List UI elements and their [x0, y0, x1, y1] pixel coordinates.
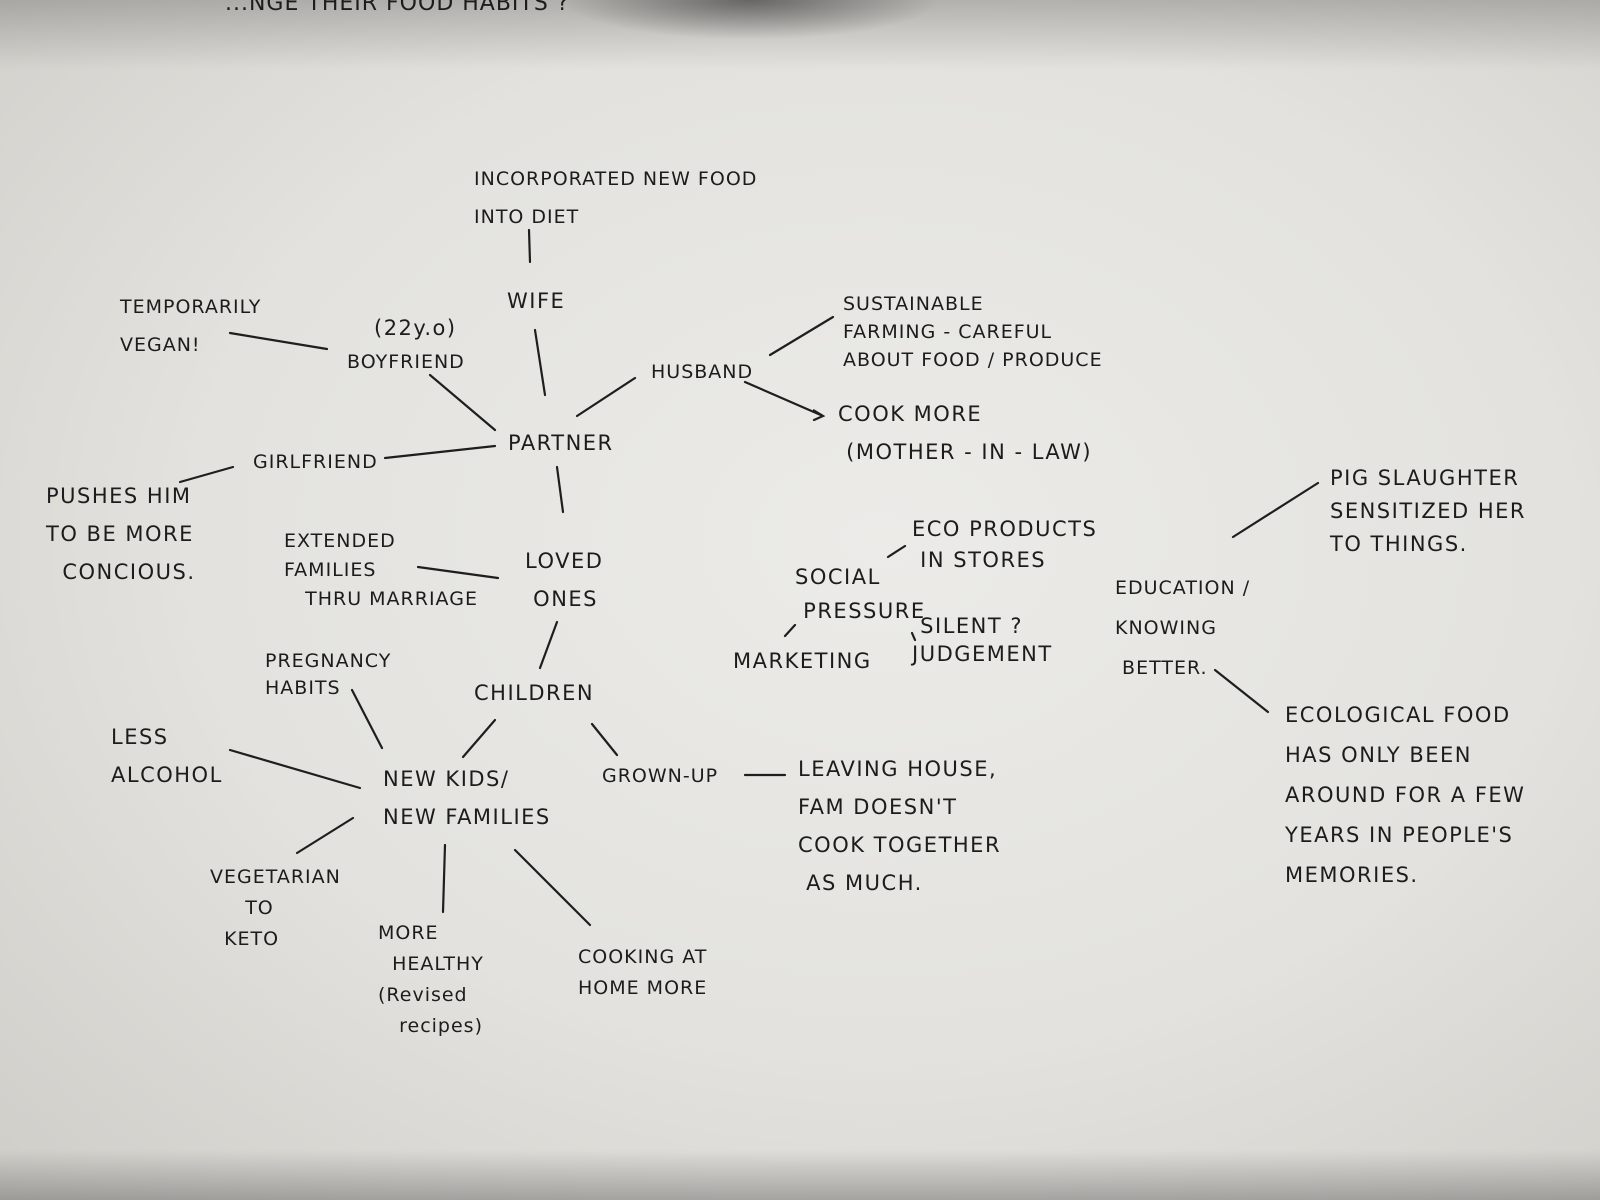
- node-girlfriend: GIRLFRIEND: [253, 451, 378, 473]
- link-partner-lovedones: [555, 465, 565, 514]
- link-social-marketing: [783, 623, 797, 638]
- link-girlfriend-partner: [383, 444, 497, 460]
- note-pregnancy-habits: PREGNANCY HABITS: [265, 650, 392, 699]
- node-husband: HUSBAND: [651, 361, 754, 383]
- note-leaving-house: LEAVING HOUSE, FAM DOESN'T COOK TOGETHER…: [798, 757, 1002, 895]
- link-partner-husband: [575, 376, 637, 418]
- node-boyfriend: BOYFRIEND: [347, 351, 465, 373]
- node-new-kids-families: NEW KIDS/ NEW FAMILIES: [383, 767, 551, 829]
- link-healthy-newkids: [441, 843, 447, 914]
- note-sustainable-farming: SUSTAINABLE FARMING - CAREFUL ABOUT FOOD…: [843, 293, 1103, 371]
- note-eco-products: ECO PRODUCTS IN STORES: [912, 517, 1098, 572]
- link-lovedones-children: [538, 620, 559, 670]
- note-more-healthy: MORE HEALTHY (Revised recipes): [378, 922, 484, 1037]
- note-pushes-him: PUSHES HIM TO BE MORE CONCIOUS.: [46, 484, 196, 584]
- node-loved-ones: LOVED ONES: [525, 549, 604, 611]
- link-education-pig: [1231, 481, 1320, 539]
- link-husband-cookmore: [743, 380, 826, 422]
- link-pregnancy-newkids: [350, 688, 384, 750]
- link-social-silent: [910, 631, 917, 642]
- paper-edge-shadow: [0, 1150, 1600, 1200]
- node-partner: PARTNER: [508, 431, 614, 455]
- link-veg-newkids: [295, 816, 355, 855]
- note-header: ...NGE THEIR FOOD HABITS ?: [225, 0, 570, 16]
- link-temporarily-boyfriend: [228, 331, 329, 351]
- link-wife-partner: [533, 328, 547, 397]
- note-marketing: MARKETING: [733, 649, 872, 673]
- link-cooking-newkids: [513, 848, 592, 927]
- link-pushes-girlfriend: [178, 465, 235, 484]
- link-extended-lovedones: [416, 565, 500, 580]
- note-cook-more: COOK MORE (MOTHER - IN - LAW): [838, 402, 1093, 464]
- link-boyfriend-partner: [428, 373, 497, 432]
- note-ecological-food: ECOLOGICAL FOOD HAS ONLY BEEN AROUND FOR…: [1285, 703, 1526, 887]
- node-education: EDUCATION / KNOWING BETTER.: [1115, 577, 1251, 679]
- link-wife-diet: [527, 228, 532, 264]
- note-temporarily-vegan: TEMPORARILY VEGAN!: [120, 296, 262, 356]
- link-knowing-ecological: [1213, 668, 1270, 714]
- link-children-newkids: [461, 718, 497, 759]
- node-children: CHILDREN: [474, 681, 595, 705]
- note-incorporated-new-food: INCORPORATED NEW FOOD INTO DIET: [474, 168, 758, 228]
- note-pig-slaughter: PIG SLAUGHTER SENSITIZED HER TO THINGS.: [1330, 466, 1527, 556]
- note-silent-judgement: SILENT ? JUDGEMENT: [912, 614, 1053, 666]
- link-husband-sustainable: [768, 315, 835, 357]
- link-social-eco: [886, 544, 907, 559]
- note-cooking-at-home: COOKING AT HOME MORE: [578, 946, 708, 999]
- link-less-newkids: [228, 748, 362, 790]
- note-extended-families: EXTENDED FAMILIES THRU MARRIAGE: [284, 530, 478, 610]
- node-grown-up: GROWN-UP: [602, 765, 719, 787]
- node-wife: WIFE: [507, 289, 566, 313]
- note-boyfriend-age: (22y.o): [374, 316, 457, 340]
- node-social-pressure: SOCIAL PRESSURE: [795, 565, 926, 623]
- note-vegetarian-keto: VEGETARIAN TO KETO: [210, 866, 341, 950]
- note-less-alcohol: LESS ALCOHOL: [111, 725, 223, 787]
- link-children-grownup: [590, 722, 619, 757]
